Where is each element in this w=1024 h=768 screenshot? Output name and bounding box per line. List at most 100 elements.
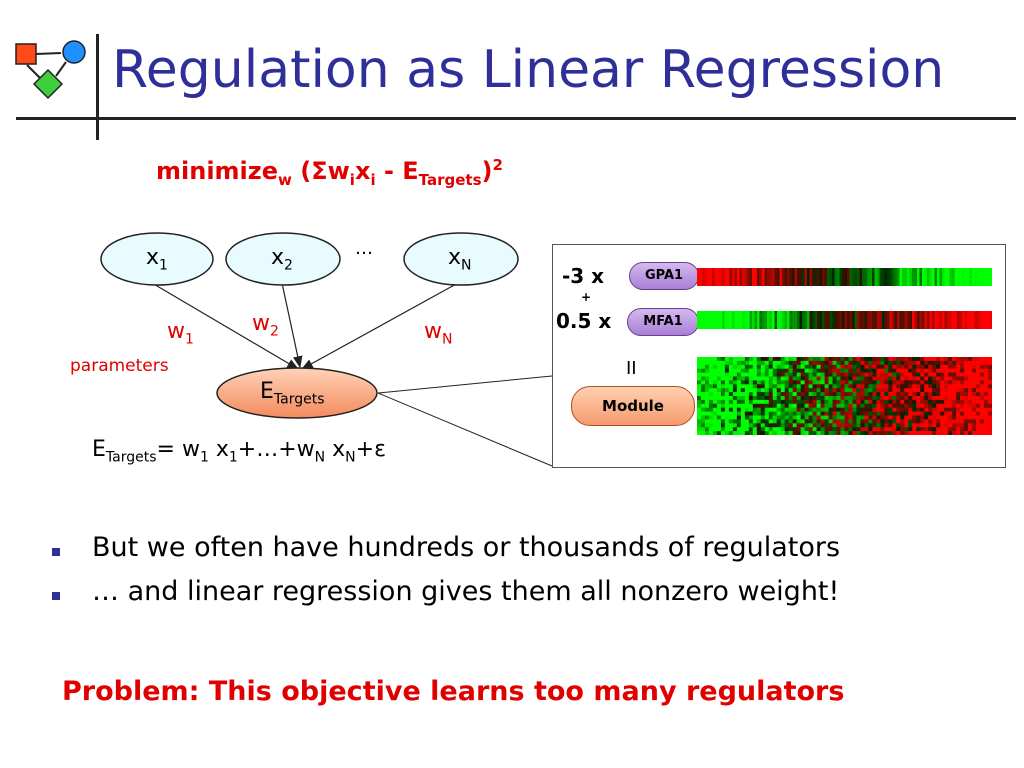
- heatmap-cell: [740, 415, 746, 420]
- heatmap-cell: [960, 396, 965, 401]
- heatmap-cell: [940, 396, 945, 401]
- heatmap-cell: [800, 431, 805, 435]
- heatmap-cell: [960, 431, 965, 435]
- heatmap-cell: [968, 411, 973, 416]
- heatmap-cell: [900, 415, 905, 420]
- heatmap-cell: [896, 396, 901, 401]
- heatmap-cell: [920, 384, 925, 389]
- heatmap-cell: [868, 427, 873, 432]
- heatmap-cell: [724, 384, 730, 389]
- expression-cell: [762, 311, 765, 329]
- heatmap-cell: [744, 360, 750, 366]
- heatmap-cell: [896, 407, 901, 412]
- heatmap-cell: [732, 423, 738, 428]
- heatmap-cell: [892, 399, 897, 405]
- heatmap-cell: [768, 407, 774, 412]
- heatmap-cell: [944, 415, 949, 420]
- heatmap-cell: [744, 357, 750, 362]
- heatmap-cell: [716, 396, 722, 401]
- heatmap-cell: [768, 364, 774, 369]
- heatmap-cell: [716, 411, 722, 416]
- heatmap-cell: [900, 392, 905, 397]
- expression-cell: [877, 311, 880, 329]
- heatmap-cell: [804, 368, 809, 373]
- expression-cell: [744, 268, 748, 286]
- heatmap-cell: [824, 380, 829, 385]
- heatmap-cell: [896, 376, 901, 381]
- heatmap-cell: [700, 423, 706, 428]
- module-pill: Module: [571, 386, 695, 426]
- heatmap-cell: [880, 431, 885, 435]
- heatmap-cell: [796, 368, 801, 373]
- heatmap-cell: [908, 368, 913, 373]
- heatmap-cell: [964, 376, 969, 381]
- heatmap-cell: [960, 423, 965, 428]
- heatmap-cell: [780, 427, 786, 432]
- heatmap-cell: [764, 380, 770, 385]
- heatmap-cell: [916, 411, 921, 416]
- expression-cell: [894, 311, 898, 329]
- heatmap-cell: [704, 372, 710, 377]
- heatmap-cell: [868, 364, 873, 369]
- heatmap-cell: [908, 427, 913, 432]
- heatmap-cell: [984, 423, 989, 428]
- heatmap-cell: [808, 360, 813, 366]
- expression-cell: [859, 311, 863, 329]
- heatmap-cell: [716, 368, 722, 373]
- expression-cell: [789, 268, 793, 286]
- heatmap-cell: [780, 399, 786, 405]
- heatmap-cell: [888, 392, 893, 397]
- heatmap-cell: [712, 431, 718, 435]
- heatmap-cell: [940, 372, 945, 377]
- heatmap-cell: [956, 403, 961, 408]
- heatmap-cell: [840, 423, 845, 428]
- heatmap-cell: [804, 380, 809, 385]
- heatmap-cell: [716, 388, 722, 393]
- heatmap-cell: [784, 392, 789, 397]
- expression-cell: [817, 268, 820, 286]
- heatmap-cell: [988, 427, 992, 432]
- heatmap-cell: [724, 427, 730, 432]
- heatmap-cell: [788, 403, 793, 408]
- heatmap-cell: [900, 427, 905, 432]
- heatmap-cell: [952, 396, 957, 401]
- heatmap-cell: [912, 368, 917, 373]
- heatmap-cell: [856, 431, 861, 435]
- expression-cell: [787, 311, 790, 329]
- expression-cell: [814, 268, 818, 286]
- heatmap-cell: [864, 388, 869, 393]
- expression-cell: [697, 311, 700, 329]
- heatmap-cell: [728, 396, 734, 401]
- heatmap-cell: [856, 427, 861, 432]
- expression-cell: [712, 311, 715, 329]
- expression-cell: [724, 311, 728, 329]
- expression-cell: [764, 268, 768, 286]
- heatmap-cell: [700, 372, 706, 377]
- heatmap-cell: [920, 415, 925, 420]
- expression-cell: [949, 268, 953, 286]
- heatmap-cell: [952, 384, 957, 389]
- heatmap-cell: [768, 357, 774, 362]
- expression-cell: [829, 311, 833, 329]
- heatmap-cell: [820, 403, 825, 408]
- heatmap-cell: [848, 431, 853, 435]
- heatmap-cell: [700, 392, 706, 397]
- heatmap-cell: [752, 392, 758, 397]
- heatmap-cell: [820, 396, 825, 401]
- heatmap-cell: [896, 357, 901, 362]
- heatmap-cell: [752, 372, 758, 377]
- heatmap-cell: [800, 388, 805, 393]
- heatmap-cell: [836, 431, 841, 435]
- heatmap-cell: [928, 372, 933, 377]
- heatmap-cell: [860, 396, 865, 401]
- heatmap-cell: [820, 360, 825, 366]
- heatmap-cell: [948, 415, 953, 420]
- heatmap-cell: [760, 364, 766, 369]
- heatmap-cell: [920, 376, 925, 381]
- heatmap-cell: [980, 388, 985, 393]
- heatmap-cell: [908, 419, 913, 424]
- heatmap-cell: [860, 380, 865, 385]
- heatmap-cell: [968, 431, 973, 435]
- expression-cell: [792, 311, 795, 329]
- expression-cell: [812, 311, 815, 329]
